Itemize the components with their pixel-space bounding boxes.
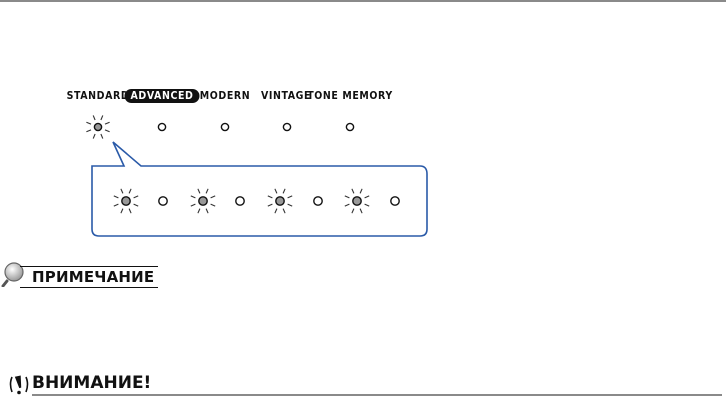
magnifier-icon	[1, 262, 24, 287]
callout-bubble	[91, 141, 428, 237]
sequence-lamp-3	[190, 188, 216, 214]
mode-label-standard: STANDARD	[66, 90, 130, 102]
sequence-lamp-2	[158, 196, 168, 206]
sequence-lamp-4	[235, 196, 245, 206]
mode-labels: STANDARD ADVANCED MODERN VINTAGE TONE ME…	[0, 89, 726, 105]
mode-label-advanced: ADVANCED	[124, 89, 200, 103]
indicator-row	[86, 115, 355, 139]
sequence-lamp-8	[390, 196, 400, 206]
warning-rule	[32, 394, 722, 396]
blink-sequence	[113, 188, 400, 214]
sequence-lamp-7	[344, 188, 370, 214]
sequence-lamp-1	[113, 188, 139, 214]
mode-label-tone-memory: TONE MEMORY	[307, 90, 393, 102]
mode-label-vintage: VINTAGE	[260, 90, 312, 102]
warning-header: ВНИМАНИЕ!	[0, 372, 726, 400]
indicator-lamp-5	[345, 122, 355, 132]
top-rule	[0, 0, 726, 2]
exclamation-icon	[9, 375, 29, 395]
mode-label-modern: MODERN	[199, 90, 251, 102]
indicator-diagram	[86, 115, 428, 237]
indicator-lamp-2	[157, 122, 167, 132]
note-title: ПРИМЕЧАНИЕ	[20, 266, 159, 288]
indicator-lamp-3	[220, 122, 230, 132]
sequence-lamp-6	[313, 196, 323, 206]
sequence-lamp-5	[267, 188, 293, 214]
indicator-lamp-4	[282, 122, 292, 132]
indicator-lamp-1	[86, 115, 110, 139]
warning-title: ВНИМАНИЕ!	[32, 373, 152, 393]
